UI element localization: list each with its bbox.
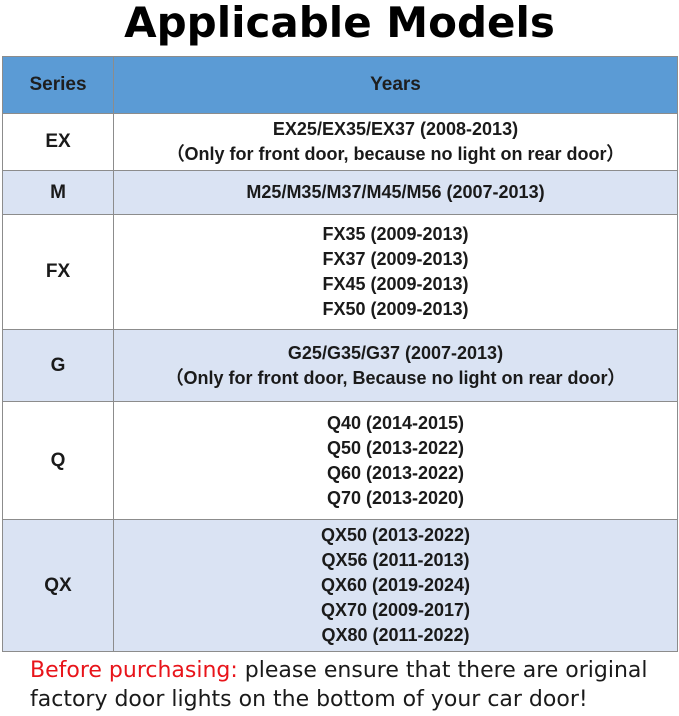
series-cell: Q bbox=[2, 401, 114, 520]
years-line: Q40 (2014-2015) bbox=[326, 412, 465, 433]
series-cell: EX bbox=[2, 113, 114, 171]
years-cell: QX50 (2013-2022) QX56 (2011-2013) QX60 (… bbox=[113, 519, 678, 652]
years-cell: G25/G35/G37 (2007-2013) （Only for front … bbox=[113, 329, 678, 402]
years-line: Q60 (2013-2022) bbox=[326, 462, 465, 483]
series-cell: G bbox=[2, 329, 114, 402]
years-cell: EX25/EX35/EX37 (2008-2013) （Only for fro… bbox=[113, 113, 678, 171]
table-row-m: M M25/M35/M37/M45/M56 (2007-2013) bbox=[2, 170, 678, 215]
years-line: QX70 (2009-2017) bbox=[320, 600, 471, 620]
years-line: FX35 (2009-2013) bbox=[322, 224, 469, 244]
applicable-models-table: Series Years EX EX25/EX35/EX37 (2008-201… bbox=[2, 56, 678, 652]
years-line: QX60 (2019-2024) bbox=[320, 575, 471, 595]
series-cell: FX bbox=[2, 214, 114, 330]
table-row-q: Q Q40 (2014-2015) Q50 (2013-2022) Q60 (2… bbox=[2, 401, 678, 520]
years-line: QX56 (2011-2013) bbox=[321, 550, 470, 570]
table-header-row: Series Years bbox=[2, 56, 678, 114]
years-note: （Only for front door, Because no light o… bbox=[165, 367, 626, 388]
warning-label: Before purchasing: bbox=[30, 658, 238, 683]
table-row-g: G G25/G35/G37 (2007-2013) （Only for fron… bbox=[2, 329, 678, 402]
years-cell: M25/M35/M37/M45/M56 (2007-2013) bbox=[113, 170, 678, 215]
header-series: Series bbox=[2, 56, 114, 114]
years-line: Q70 (2013-2020) bbox=[326, 487, 465, 508]
years-line: FX45 (2009-2013) bbox=[322, 274, 469, 294]
page-title: Applicable Models bbox=[124, 0, 555, 47]
years-line: QX80 (2011-2022) bbox=[321, 625, 470, 645]
table-row-fx: FX FX35 (2009-2013) FX37 (2009-2013) FX4… bbox=[2, 214, 678, 330]
years-line: FX50 (2009-2013) bbox=[322, 299, 469, 319]
series-cell: QX bbox=[2, 519, 114, 652]
years-note: （Only for front door, because no light o… bbox=[166, 144, 625, 164]
header-years: Years bbox=[113, 56, 678, 114]
years-line: Q50 (2013-2022) bbox=[326, 437, 465, 458]
years-line: M25/M35/M37/M45/M56 (2007-2013) bbox=[246, 182, 545, 202]
table-row-ex: EX EX25/EX35/EX37 (2008-2013) （Only for … bbox=[2, 113, 678, 171]
years-line: G25/G35/G37 (2007-2013) bbox=[287, 342, 504, 363]
table-row-qx: QX QX50 (2013-2022) QX56 (2011-2013) QX6… bbox=[2, 519, 678, 652]
years-line: FX37 (2009-2013) bbox=[322, 249, 469, 269]
years-line: QX50 (2013-2022) bbox=[320, 525, 471, 545]
warning-message: please ensure that there are original fa… bbox=[30, 658, 648, 712]
years-cell: FX35 (2009-2013) FX37 (2009-2013) FX45 (… bbox=[113, 214, 678, 330]
years-cell: Q40 (2014-2015) Q50 (2013-2022) Q60 (201… bbox=[113, 401, 678, 520]
purchase-notice: Before purchasing: please ensure that th… bbox=[30, 656, 670, 714]
series-cell: M bbox=[2, 170, 114, 215]
years-line: EX25/EX35/EX37 (2008-2013) bbox=[272, 119, 519, 139]
